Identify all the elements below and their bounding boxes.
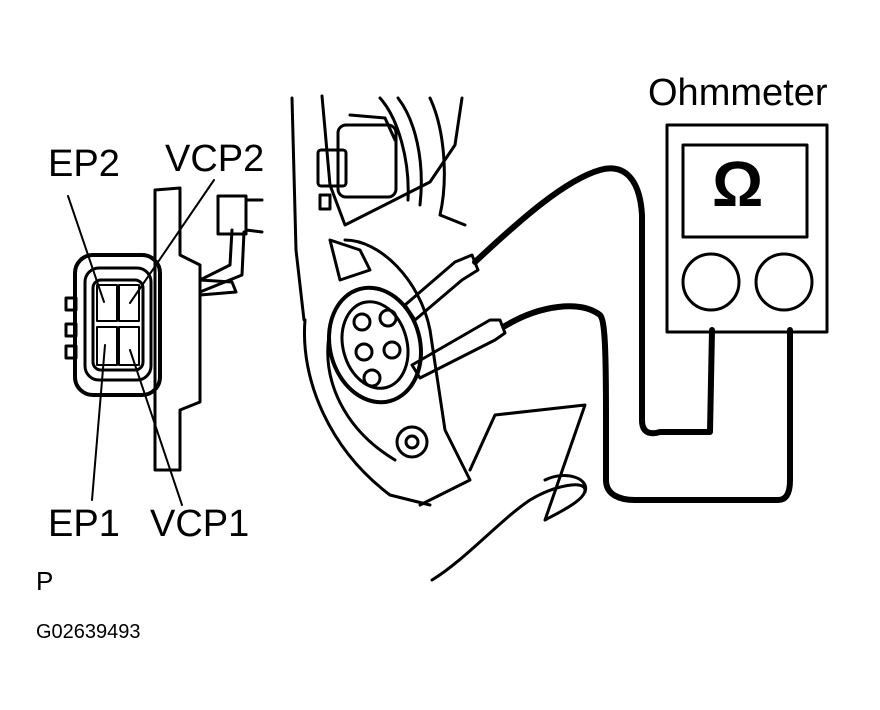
vcp1-label: VCP1 [150,503,250,545]
side-pin-1 [64,296,78,312]
housing-edge-left [290,96,306,322]
sensor-bolt [395,425,429,459]
shaft-block [336,123,398,199]
terminal-vcp2 [118,284,140,322]
sensor-base [343,238,472,507]
leader-vcp1 [129,349,183,506]
sensor-bolt-hole [404,434,420,450]
side-pin-3 [64,344,78,360]
pulley-inner [396,96,423,207]
leader-vcp2 [129,179,215,304]
side-pin-2 [64,322,78,338]
connector-front-view [64,179,264,506]
probe-upper [403,253,480,322]
probe-lower [410,318,507,380]
leader-ep1 [91,344,106,501]
engine-pin-4 [382,340,402,360]
pulley-outer [378,96,410,202]
omega-symbol: Ω [712,148,764,220]
figure-code: G02639493 [36,621,141,643]
shaft-nut [316,148,348,188]
view-letter: P [36,566,54,596]
engine-pin-1 [352,312,372,332]
terminal-ep2 [96,284,118,322]
leader-ep2 [67,195,105,303]
lead-lower [502,303,793,503]
connector-flange [153,186,202,472]
pulley-rim [428,96,467,227]
sensor-housing [302,318,432,507]
test-leads [472,165,793,503]
ohmmeter-body [665,123,829,334]
terminal-vcp1 [118,326,140,366]
wire-clip [216,194,248,236]
engine-pin-3 [354,342,374,362]
engine-assembly [290,94,588,582]
engine-pin-2 [378,308,398,328]
wire-clip-lead [244,198,264,234]
ohmmeter-terminal-left [681,252,741,312]
ohmmeter-terminal-right [754,252,814,312]
connector-tab [198,278,238,297]
ohmmeter-display [681,143,809,239]
ep2-label: EP2 [48,143,120,185]
vcp2-label: VCP2 [165,138,265,180]
connector-wire [198,228,234,282]
lead-upper [472,165,715,437]
connector-cavity [91,278,145,372]
ohmmeter-device [665,123,829,334]
connector-wire-2 [198,230,246,294]
engine-connector-outer [327,285,423,405]
housing-edge-right [320,94,464,227]
hand-thumb [543,474,588,494]
connector-seal [83,266,153,382]
ep1-label: EP1 [48,503,120,545]
engine-pin-5 [362,368,382,388]
shaft-bracket [348,113,397,142]
ohmmeter-label: Ohmmeter [648,72,828,114]
engine-connector-inner [340,300,410,390]
hand-outline [430,403,587,582]
sensor-lug [328,238,372,282]
bracket-slot [318,193,332,211]
terminal-ep1 [96,326,118,366]
